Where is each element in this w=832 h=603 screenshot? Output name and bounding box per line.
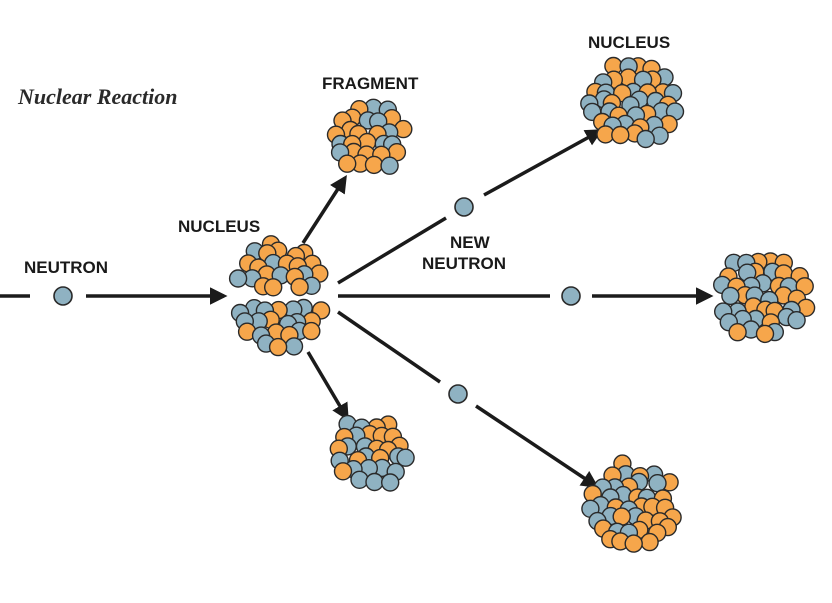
nucleon (612, 507, 631, 526)
nucleon (338, 154, 357, 173)
new-neutron-middle (561, 286, 581, 306)
splitting-nucleus-bottom-half (230, 298, 331, 357)
new-neutron-label-line1: NEW (450, 233, 491, 252)
nucleon (721, 286, 740, 306)
nucleus-top-right (580, 56, 685, 149)
nucleon (396, 448, 415, 467)
nucleon (640, 532, 659, 552)
nucleon (636, 129, 655, 149)
nucleon (350, 470, 369, 489)
splitting-nucleus-top-half (228, 235, 329, 297)
arrow-lower-seg1 (337, 310, 441, 384)
nucleon (787, 311, 806, 330)
nucleon (228, 269, 248, 288)
nucleon (728, 323, 747, 342)
nucleus-label: NUCLEUS (178, 217, 260, 236)
nucleon (755, 324, 775, 344)
nucleon (380, 156, 399, 175)
arrow-to-nucleus-top-right (483, 129, 604, 197)
nucleon (302, 321, 321, 341)
nucleon (365, 472, 384, 492)
nucleon (290, 277, 309, 297)
arrow-upper-seg1 (337, 216, 447, 285)
nucleon (624, 534, 643, 553)
nucleon (364, 155, 384, 175)
new-neutron-upper (454, 197, 474, 217)
diagram-title: Nuclear Reaction (17, 84, 178, 109)
particles (53, 197, 581, 404)
new-neutron-label-line2: NEUTRON (422, 254, 506, 273)
incoming-neutron (53, 286, 73, 306)
nucleon (284, 337, 304, 356)
fragment-bottom (329, 414, 415, 492)
arrow-to-nucleus-bottom-right (475, 404, 599, 488)
arrow-to-fragment-top (301, 175, 347, 244)
nucleon (264, 278, 283, 297)
nucleon (381, 473, 400, 492)
nucleus-right (713, 252, 816, 344)
new-neutron-lower (448, 384, 468, 404)
nucleon (611, 125, 630, 145)
nucleon (268, 337, 288, 357)
nucleon (648, 474, 667, 493)
nucleus-bottom-right (581, 454, 682, 553)
nucleon (333, 462, 353, 481)
fragment-label: FRAGMENT (322, 74, 419, 93)
fragment-top (326, 98, 413, 175)
nucleus-top-right-label: NUCLEUS (588, 33, 670, 52)
neutron-label: NEUTRON (24, 258, 108, 277)
arrow-to-fragment-bottom (306, 351, 349, 422)
arrows (0, 129, 714, 488)
